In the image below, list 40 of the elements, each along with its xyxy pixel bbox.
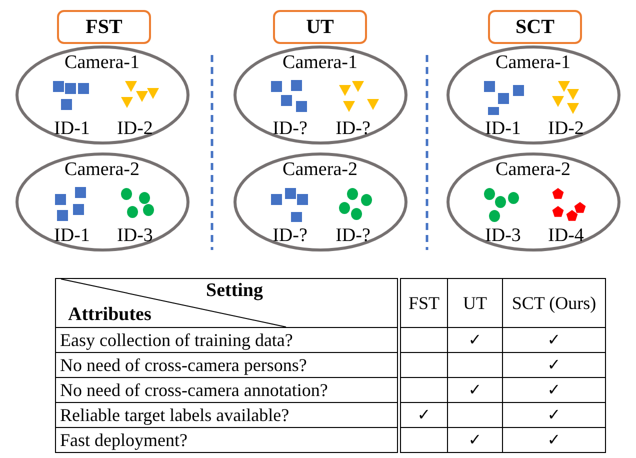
check-mark: ✓ xyxy=(417,405,431,424)
camera-label: Camera-2 xyxy=(64,160,140,180)
check-mark: ✓ xyxy=(547,355,561,374)
check-mark: ✓ xyxy=(468,380,482,399)
id-label: ID-4 xyxy=(548,226,584,246)
id-label: ID-3 xyxy=(485,226,521,246)
setting-header: FST xyxy=(57,10,151,44)
camera-label: Camera-1 xyxy=(64,53,140,73)
id-label: ID-? xyxy=(272,226,308,246)
id-label: ID-3 xyxy=(117,226,153,246)
check-mark: ✓ xyxy=(547,380,561,399)
camera-label: Camera-1 xyxy=(282,53,358,73)
id-label: ID-1 xyxy=(54,226,90,246)
id-label: ID-1 xyxy=(54,119,90,139)
check-mark: ✓ xyxy=(547,430,561,449)
id-label: ID-? xyxy=(336,226,370,246)
header-text: Attributes xyxy=(68,305,152,325)
id-label: ID-? xyxy=(272,119,308,139)
setting-header: SCT xyxy=(488,10,582,44)
setting-header: UT xyxy=(273,10,367,44)
attribute-text: No need of cross-camera annotation? xyxy=(60,380,328,400)
check-mark: ✓ xyxy=(547,405,561,424)
column-header: UT xyxy=(463,293,487,313)
attribute-text: Easy collection of training data? xyxy=(60,330,293,350)
attribute-text: No need of cross-camera persons? xyxy=(60,355,307,375)
column-header: SCT (Ours) xyxy=(512,293,596,313)
camera-label: Camera-1 xyxy=(496,53,570,73)
id-label: ID-? xyxy=(336,119,370,139)
camera-label: Camera-2 xyxy=(496,160,570,180)
id-label: ID-2 xyxy=(548,119,584,139)
attribute-text: Reliable target labels available? xyxy=(60,405,290,425)
check-mark: ✓ xyxy=(547,330,561,349)
check-mark: ✓ xyxy=(468,430,482,449)
check-mark: ✓ xyxy=(468,330,482,349)
id-label: ID-1 xyxy=(485,119,521,139)
camera-label: Camera-2 xyxy=(282,160,358,180)
attribute-text: Fast deployment? xyxy=(60,430,188,450)
header-text: Setting xyxy=(206,281,263,301)
column-header: FST xyxy=(408,293,440,313)
id-label: ID-2 xyxy=(117,119,153,139)
